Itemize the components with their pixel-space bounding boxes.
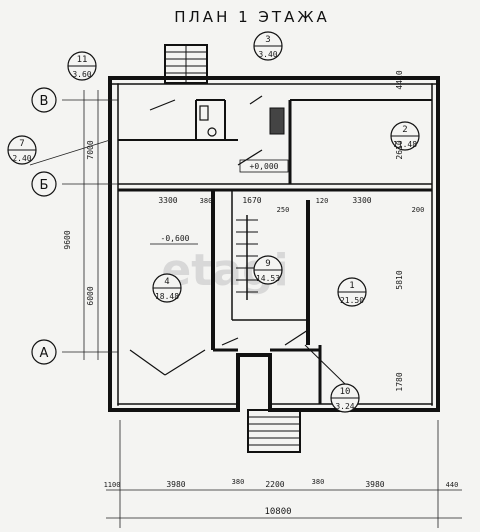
level-mark-upper: +0,000 (250, 162, 279, 171)
dim-int-4: 250 (277, 206, 290, 214)
room-11-area: 3.60 (72, 70, 91, 79)
dim-bot-1: 1100 (104, 481, 121, 489)
room-1-number: 1 (349, 281, 354, 291)
room-7-number: 7 (19, 139, 24, 149)
room-11-number: 11 (77, 55, 88, 65)
axis-lines (29, 90, 462, 528)
dim-right-2: 2610 (395, 140, 404, 159)
dim-bot-7: 440 (446, 481, 459, 489)
room-2-number: 2 (402, 125, 407, 135)
room-9-number: 9 (265, 259, 270, 269)
dim-bot-3: 380 (232, 478, 245, 486)
room-3-number: 3 (265, 35, 270, 45)
dim-right-3: 5810 (395, 270, 404, 289)
room-4-area: 18.48 (155, 292, 179, 301)
room-10-area: 3.24 (335, 402, 354, 411)
level-mark-lower: -0,600 (161, 234, 190, 243)
dim-int-7: 200 (412, 206, 425, 214)
dim-bot-4: 2200 (265, 480, 284, 489)
interior-stair (236, 215, 258, 300)
top-stair (164, 44, 208, 84)
axis-label-v: В (40, 94, 49, 109)
dim-left-2: 6000 (86, 286, 95, 305)
bottom-stair (247, 409, 301, 453)
axis-label-a: А (40, 346, 49, 361)
plumbing-fixtures (199, 105, 285, 137)
dim-right-1: 4410 (395, 70, 404, 89)
dim-bot-2: 3980 (166, 480, 185, 489)
room-9-area: 14.53 (256, 274, 280, 283)
room-bubble-dividers (8, 45, 419, 399)
dim-bot-6: 3980 (365, 480, 384, 489)
level-mark-upper-box (239, 159, 289, 173)
room-4-number: 4 (164, 277, 169, 287)
dim-int-3: 1670 (242, 196, 261, 205)
dim-left-1: 7000 (86, 140, 95, 159)
room-2-area: 11.48 (393, 140, 417, 149)
room-3-area: 3.40 (258, 50, 277, 59)
dim-bot-5: 380 (312, 478, 325, 486)
room-10-number: 10 (340, 387, 351, 397)
dim-total-width: 10800 (264, 507, 291, 517)
dim-int-6: 3300 (352, 196, 371, 205)
plan-title: ПЛАН 1 ЭТАЖА (174, 8, 330, 26)
dim-left-3: 9600 (63, 230, 72, 249)
dim-int-1: 3300 (158, 196, 177, 205)
dim-right-4: 1780 (395, 372, 404, 391)
dim-int-5: 120 (316, 197, 329, 205)
interior-walls (118, 95, 432, 404)
room-7-area: 2.40 (12, 154, 31, 163)
axis-bubbles (31, 87, 57, 365)
room-1-area: 21.50 (340, 296, 364, 305)
dim-int-2: 380 (200, 197, 213, 205)
axis-label-b: Б (40, 178, 49, 193)
